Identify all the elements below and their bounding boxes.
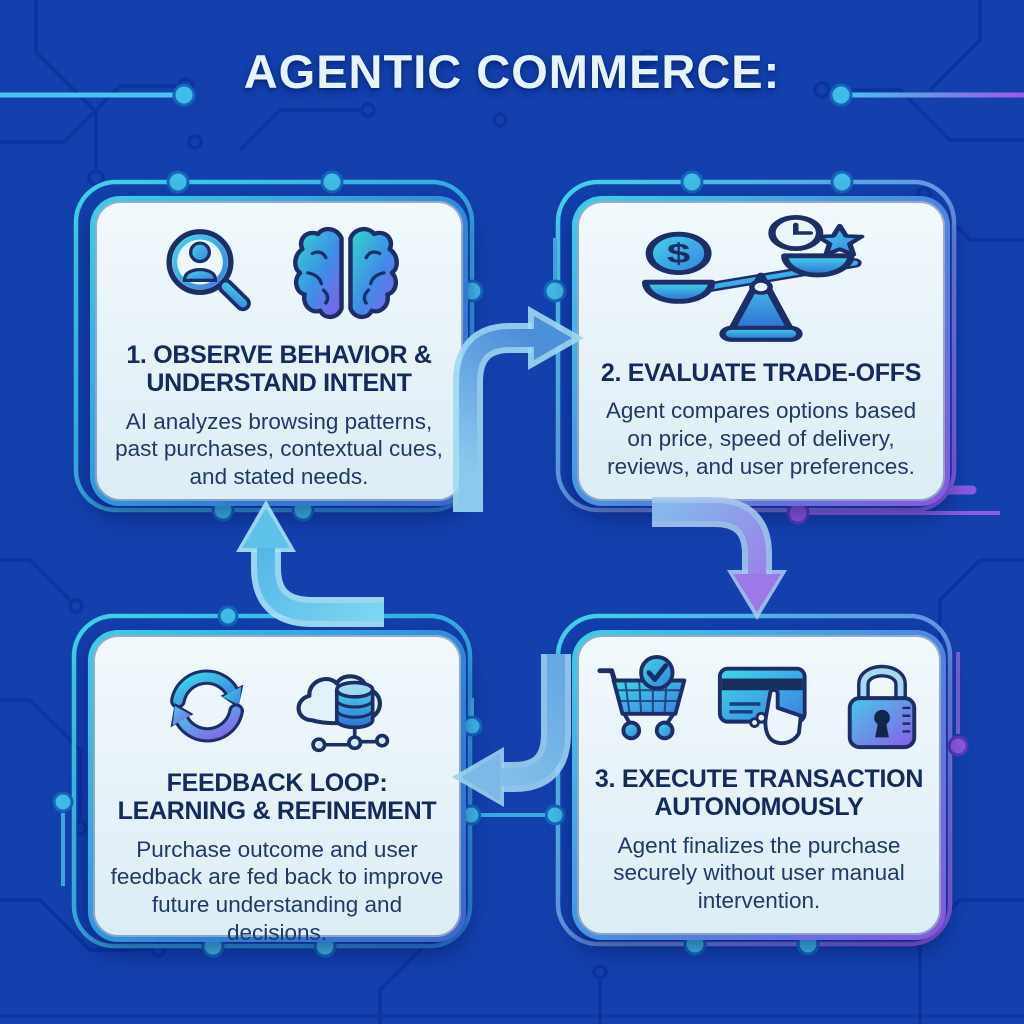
refresh-loop-icon: [170, 669, 244, 743]
cloud-database-icon: [296, 674, 390, 753]
feedback-body: Purchase outcome and user feedback are f…: [110, 836, 444, 946]
arrow-step2-to-step3-icon: [652, 497, 787, 620]
star-icon: [815, 224, 865, 257]
step-card-evaluate: $ 2. EVALUATE TRADE-OFFS Agent compares …: [572, 196, 950, 506]
execute-body: Agent finalizes the purchase securely wi…: [613, 832, 905, 914]
evaluate-body: Agent compares options based on price, s…: [605, 398, 917, 480]
padlock-icon: [847, 664, 917, 750]
step-card-observe: 1. OBSERVE BEHAVIOR & UNDERSTAND INTENT …: [90, 196, 468, 506]
balance-scale-icon: $: [642, 215, 865, 342]
svg-text:$: $: [667, 238, 691, 269]
dollar-coin-icon: $: [645, 231, 712, 275]
step-card-feedback: FEEDBACK LOOP: LEARNING & REFINEMENT Pur…: [88, 630, 466, 945]
user-search-icon: [166, 229, 251, 312]
feedback-icon-row: [155, 655, 399, 757]
evaluate-icon-row: $: [642, 215, 880, 347]
brain-icon: [293, 226, 399, 320]
execute-heading: 3. EXECUTE TRANSACTION AUTONOMOUSLY: [594, 765, 924, 822]
arrow-step1-to-step2-icon: [453, 306, 584, 512]
cart-check-icon: [597, 655, 687, 741]
clock-icon: [768, 215, 824, 251]
card-payment-icon: [717, 666, 807, 746]
observe-icon-row: [156, 221, 402, 329]
evaluate-heading: 2. EVALUATE TRADE-OFFS: [600, 359, 922, 387]
feedback-heading: FEEDBACK LOOP: LEARNING & REFINEMENT: [117, 769, 437, 826]
arrow-step4-to-step1-icon: [236, 500, 384, 627]
page-title: AGENTIC COMMERCE:: [243, 45, 781, 98]
observe-body: AI analyzes browsing patterns, past purc…: [115, 408, 443, 490]
execute-icon-row: [592, 655, 926, 753]
arrow-step3-to-step4-icon: [452, 654, 571, 807]
observe-heading: 1. OBSERVE BEHAVIOR & UNDERSTAND INTENT: [126, 341, 432, 398]
step-card-execute: 3. EXECUTE TRANSACTION AUTONOMOUSLY Agen…: [572, 630, 946, 940]
